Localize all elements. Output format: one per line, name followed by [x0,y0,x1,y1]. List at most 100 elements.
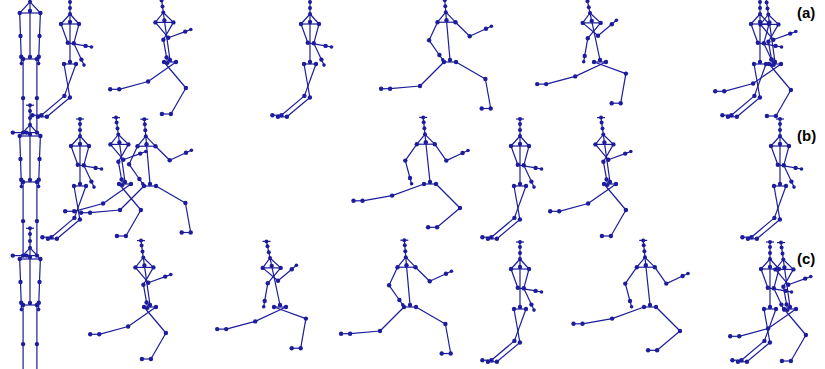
joint-dot [540,167,544,171]
bone-line [38,36,40,57]
bone-line [778,165,796,168]
bone-line [76,118,84,119]
joint-dot [62,94,66,98]
bone-line [84,146,89,165]
joint-dot [28,178,32,182]
joint-dot [522,163,526,167]
joint-dot [21,219,25,223]
joint-dot [117,140,121,144]
bone-line [314,24,319,43]
joint-dot [749,235,753,239]
joint-dot [262,305,266,309]
joint-dot [18,34,22,38]
joint-dot [786,283,790,287]
joint-dot [773,44,777,48]
bone-line [445,324,450,354]
joint-dot [124,234,128,238]
joint-dot [160,112,164,116]
joint-dot [544,82,548,86]
joint-dot [766,326,770,330]
bone-line [171,88,186,114]
bone-line [29,257,30,303]
joint-dot [270,264,274,268]
joint-dot [123,180,127,184]
joint-dot [299,346,303,350]
joint-dot [35,219,39,223]
joint-dot [484,27,488,31]
joint-dot [762,339,766,343]
joint-dot [100,167,104,171]
joint-dot [93,166,97,170]
joint-dot [28,109,32,113]
bone-line [36,221,37,256]
bone-line [268,268,281,283]
joint-dot [557,209,561,213]
joint-dot [141,283,145,287]
joint-dot [428,279,432,283]
joint-dot [678,329,682,333]
joint-dot [78,182,82,186]
joint-dot [164,331,168,335]
bone-line [773,34,790,40]
bone-line [163,22,173,39]
joint-dot [444,272,448,276]
bone-line [147,144,151,184]
joint-dot [773,60,777,64]
bone-line [143,267,153,284]
joint-dot [598,58,602,62]
bone-line [380,307,404,331]
joint-dot [49,235,53,239]
joint-dot [140,357,144,361]
bone-line [518,288,536,291]
joint-dot [518,142,522,146]
joint-dot [308,95,312,99]
joint-dot [766,7,770,11]
bone-line [643,240,645,257]
bone-line [429,22,437,40]
joint-dot [480,106,484,110]
joint-dot [82,63,86,67]
joint-dot [548,209,552,213]
bone-line [604,184,626,210]
joint-dot [290,267,294,271]
joint-dot [516,286,520,290]
joint-dot [78,122,82,126]
joint-dot [162,18,166,22]
joint-dot [737,334,741,338]
bone-line [156,146,170,160]
bone-line [514,309,520,343]
bone-line [281,96,304,115]
joint-dot [765,114,769,118]
bone-line [781,243,783,260]
bone-line [29,105,30,125]
bone-line [38,282,40,303]
joint-dot [428,180,432,184]
joint-dot [680,274,684,278]
joint-dot [278,303,282,307]
bone-line [611,210,626,236]
joint-dot [360,199,364,203]
joint-dot [11,253,15,257]
joint-dot [263,299,267,303]
joint-dot [149,357,153,361]
bone-line [23,59,24,98]
joint-dot [437,53,441,57]
bone-line [407,265,411,305]
joint-dot [518,122,522,126]
joint-dot [163,274,167,278]
joint-dot [443,4,447,8]
bone-line [120,186,144,210]
joint-dot [37,157,41,161]
joint-dot [403,249,407,253]
joint-dot [624,208,628,212]
bone-line [170,153,186,161]
joint-dot [745,360,749,364]
joint-dot [518,340,522,344]
bone-line [36,59,37,98]
bone-line [601,118,603,135]
joint-dot [586,0,590,3]
joint-dot [586,36,590,40]
bone-line [774,288,782,304]
bone-line [103,184,131,204]
bone-line [784,165,792,181]
